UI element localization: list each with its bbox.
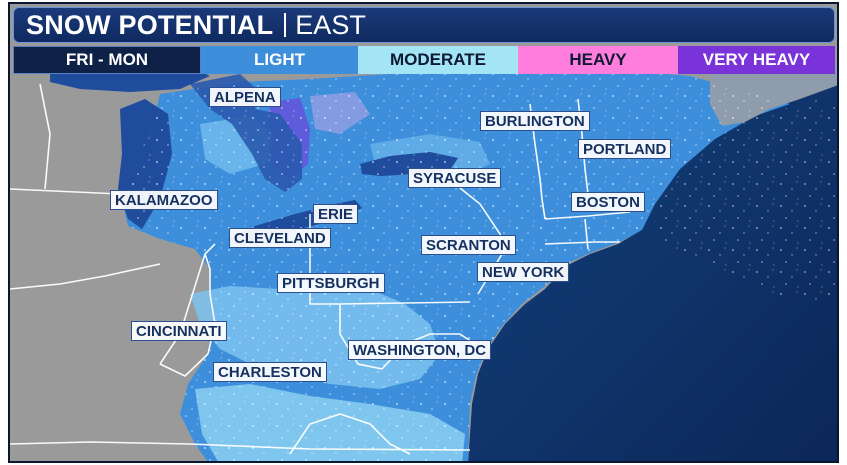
city-label-portland: PORTLAND	[578, 139, 672, 159]
title-bar: SNOW POTENTIAL EAST	[13, 7, 835, 43]
legend-light: LIGHT	[201, 46, 358, 74]
city-label-alpena: ALPENA	[209, 87, 281, 107]
snow-legend: FRI - MON LIGHT MODERATE HEAVY VERY HEAV…	[13, 46, 835, 74]
ocean-snowfall-texture	[650, 94, 837, 304]
legend-very-heavy: VERY HEAVY	[678, 46, 835, 74]
city-label-charleston: CHARLESTON	[213, 362, 327, 382]
city-label-new-york: NEW YORK	[477, 262, 570, 282]
city-label-washington-dc: WASHINGTON, DC	[348, 340, 492, 360]
city-label-syracuse: SYRACUSE	[408, 168, 502, 188]
city-label-cleveland: CLEVELAND	[229, 228, 331, 248]
city-label-scranton: SCRANTON	[421, 235, 516, 255]
city-label-pittsburgh: PITTSBURGH	[277, 273, 385, 293]
map-region: EAST	[295, 9, 366, 40]
legend-heavy: HEAVY	[518, 46, 678, 74]
title-divider	[284, 13, 287, 37]
city-label-kalamazoo: KALAMAZOO	[110, 190, 218, 210]
map-graphic: SNOW POTENTIAL EAST FRI - MON LIGHT MODE…	[8, 2, 839, 463]
city-label-erie: ERIE	[313, 204, 359, 224]
city-label-cincinnati: CINCINNATI	[131, 321, 227, 341]
legend-period: FRI - MON	[13, 46, 201, 74]
city-label-burlington: BURLINGTON	[480, 111, 590, 131]
legend-moderate: MODERATE	[358, 46, 518, 74]
city-label-boston: BOSTON	[571, 192, 645, 212]
map-title: SNOW POTENTIAL	[26, 9, 274, 40]
